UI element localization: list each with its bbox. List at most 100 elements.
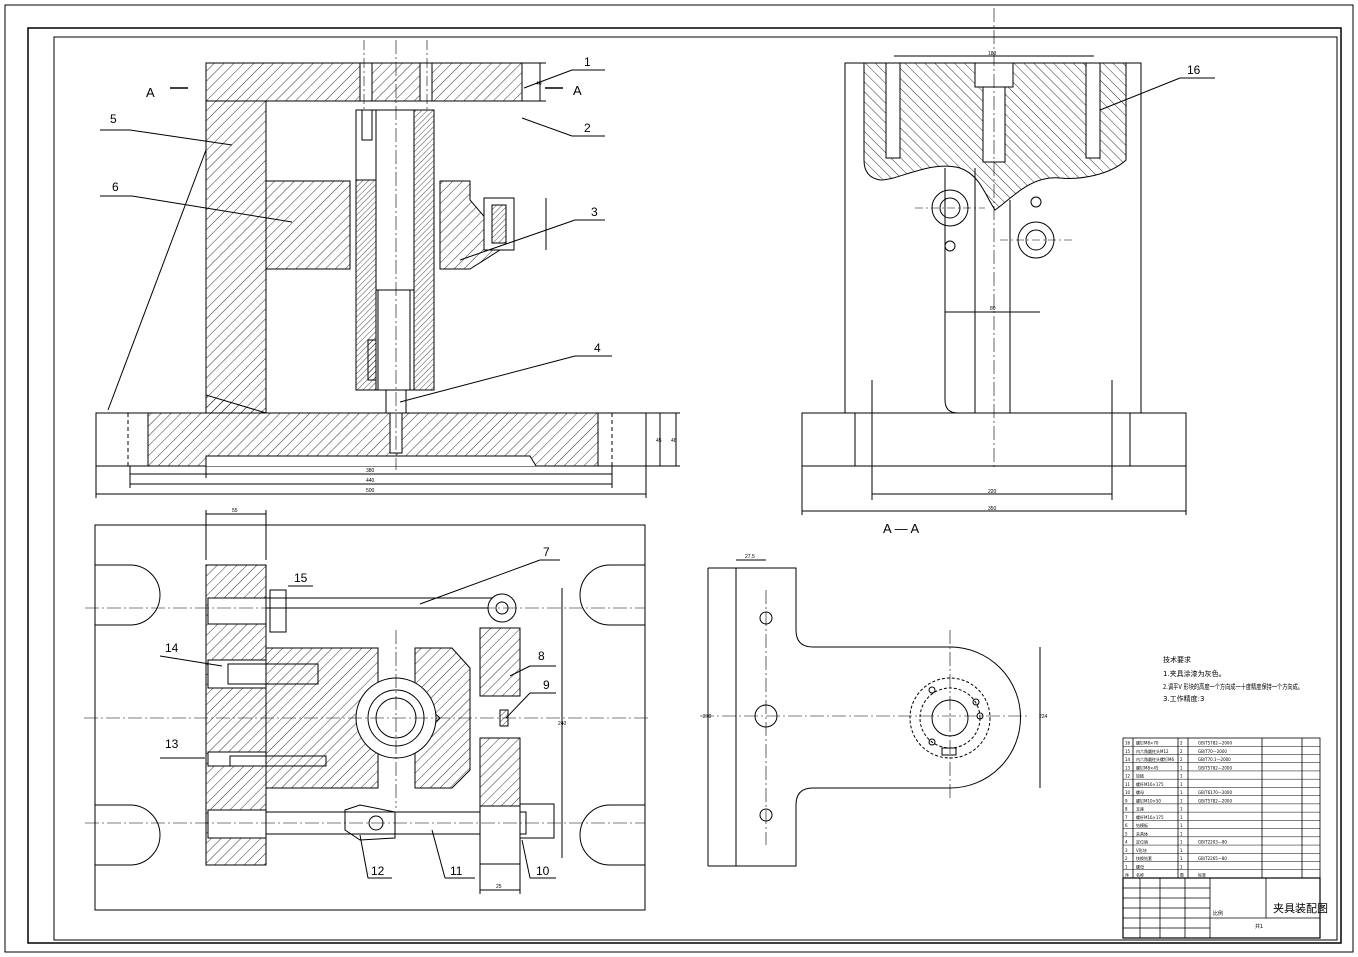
parts-header-std: 标准 (1198, 872, 1206, 878)
section-view-label: A — A (883, 521, 919, 536)
parts-cell-std: GB/T5782—2000 (1198, 765, 1232, 770)
parts-cell-no: 5 (1125, 831, 1128, 836)
parts-cell-no: 6 (1125, 823, 1128, 828)
dim-350: 350 (988, 506, 997, 512)
callout-13: 13 (165, 737, 179, 751)
dimension-labels: 380 440 500 45 48 40 180 80 220 350 55 2… (232, 51, 1048, 890)
parts-cell-no: 9 (1125, 798, 1128, 803)
callout-15: 15 (294, 571, 308, 585)
callout-6: 6 (112, 180, 119, 194)
side-section-view (801, 8, 1215, 515)
callout-1: 1 (584, 55, 591, 69)
body-base (95, 394, 599, 467)
parts-cell-name: 螺母 (1136, 863, 1144, 869)
parts-cell-qty: 1 (1180, 774, 1183, 779)
parts-cell-name: 螺母 (1136, 789, 1144, 795)
parts-cell-no: 8 (1125, 807, 1128, 812)
parts-cell-qty: 1 (1180, 864, 1183, 869)
parts-cell-name: 螺钉M10×50 (1136, 797, 1161, 803)
parts-cell-qty: 1 (1180, 823, 1183, 828)
parts-cell-name: 定位销 (1136, 839, 1148, 845)
callout-4: 4 (594, 341, 601, 355)
parts-cell-name: 夹具体 (1136, 830, 1148, 836)
parts-cell-no: 4 (1125, 840, 1128, 845)
dim-48: 48 (671, 438, 677, 444)
callout-9: 9 (543, 678, 550, 692)
parts-cell-name: 螺杆M16×175 (1136, 814, 1164, 820)
parts-list-frame (1122, 737, 1321, 939)
inner-frame (27, 27, 1342, 944)
section-mark-a-left: A (146, 85, 155, 100)
dim-80: 80 (990, 306, 996, 312)
parts-cell-no: 13 (1125, 765, 1131, 770)
dim-180: 180 (988, 51, 997, 57)
parts-cell-no: 10 (1125, 790, 1131, 795)
dim-240: 240 (558, 721, 567, 727)
parts-cell-name: 支座 (1136, 806, 1144, 812)
notes-line-2: 2.调平V 形块的高度一个方向成一十度精度保持一个方向成。 (1163, 682, 1303, 691)
callout-11: 11 (450, 864, 463, 878)
drawing-frame (53, 36, 1338, 941)
dim-40: 40 (536, 81, 542, 87)
drawing-title: 夹具装配图 (1273, 902, 1328, 915)
parts-cell-no: 2 (1125, 856, 1128, 861)
sheet-label: 共1 (1255, 923, 1263, 930)
parts-cell-name: 螺杆M16×175 (1136, 781, 1164, 787)
parts-cell-qty: 1 (1180, 765, 1183, 770)
parts-cell-std: GB/T5782—2000 (1198, 798, 1232, 803)
parts-cell-std: GB/T70.1—2000 (1198, 757, 1231, 762)
dim-220: 220 (988, 489, 997, 495)
parts-cell-no: 11 (1125, 782, 1131, 787)
parts-cell-no: 3 (1125, 848, 1128, 853)
body-column (205, 100, 267, 414)
callout-12: 12 (371, 864, 385, 878)
parts-cell-qty: 1 (1180, 790, 1183, 795)
callout-8: 8 (538, 649, 545, 663)
notes-title: 技术要求 (1163, 655, 1191, 664)
parts-cell-name: V形块 (1136, 847, 1147, 853)
notes-line-1: 1.夹具涂漆为灰色。 (1163, 669, 1226, 678)
parts-cell-name: 铰链 (1136, 773, 1144, 779)
parts-cell-no: 12 (1125, 774, 1131, 779)
parts-cell-no: 16 (1125, 741, 1131, 746)
dim-270: 270 (703, 714, 712, 720)
parts-cell-std: GB/T2203—80 (1198, 840, 1227, 845)
parts-cell-name: 内六角圆柱头螺钉M6 (1136, 756, 1174, 762)
parts-cell-std: GB/T70—2000 (1198, 749, 1227, 754)
parts-cell-no: 1 (1125, 864, 1128, 869)
dim-55: 55 (232, 508, 238, 514)
parts-cell-name: 快换钻套 (1136, 855, 1152, 861)
parts-cell-qty: 1 (1180, 798, 1183, 803)
parts-cell-std: GB/T2265—80 (1198, 856, 1227, 861)
parts-cell-qty: 1 (1180, 782, 1183, 787)
technical-notes: 技术要求 1.夹具涂漆为灰色。 2.调平V 形块的高度一个方向成一十度精度保持一… (1163, 655, 1303, 703)
parts-cell-name: 钻模板 (1136, 822, 1148, 828)
dim-45: 45 (656, 438, 662, 444)
callout-3: 3 (591, 205, 598, 219)
parts-cell-no: 15 (1125, 749, 1131, 754)
parts-cell-name: 内六角圆柱头M12 (1136, 748, 1169, 754)
parts-cell-qty: 2 (1180, 741, 1183, 746)
parts-cell-qty: 2 (1180, 749, 1183, 754)
parts-cell-qty: 1 (1180, 840, 1183, 845)
parts-cell-qty: 1 (1180, 848, 1183, 853)
dim-27-5: 27.5 (745, 554, 755, 560)
parts-cell-no: 7 (1125, 815, 1128, 820)
dim-500: 500 (366, 488, 375, 494)
drill-plate-view (700, 559, 1041, 867)
dim-25: 25 (496, 884, 502, 890)
parts-cell-qty: 1 (1180, 831, 1183, 836)
parts-cell-no: 14 (1125, 757, 1131, 762)
parts-cell-name: 螺钉M8×70 (1136, 740, 1159, 746)
dim-224: 224 (1039, 714, 1048, 720)
parts-cell-qty: 1 (1180, 856, 1183, 861)
callout-2: 2 (584, 121, 591, 135)
callout-16: 16 (1187, 63, 1201, 77)
callout-10: 10 (536, 864, 550, 878)
callout-14: 14 (165, 641, 179, 655)
dim-440: 440 (366, 478, 375, 484)
callout-7: 7 (543, 545, 550, 559)
parts-cell-std: GB/T5782—2000 (1198, 741, 1232, 746)
